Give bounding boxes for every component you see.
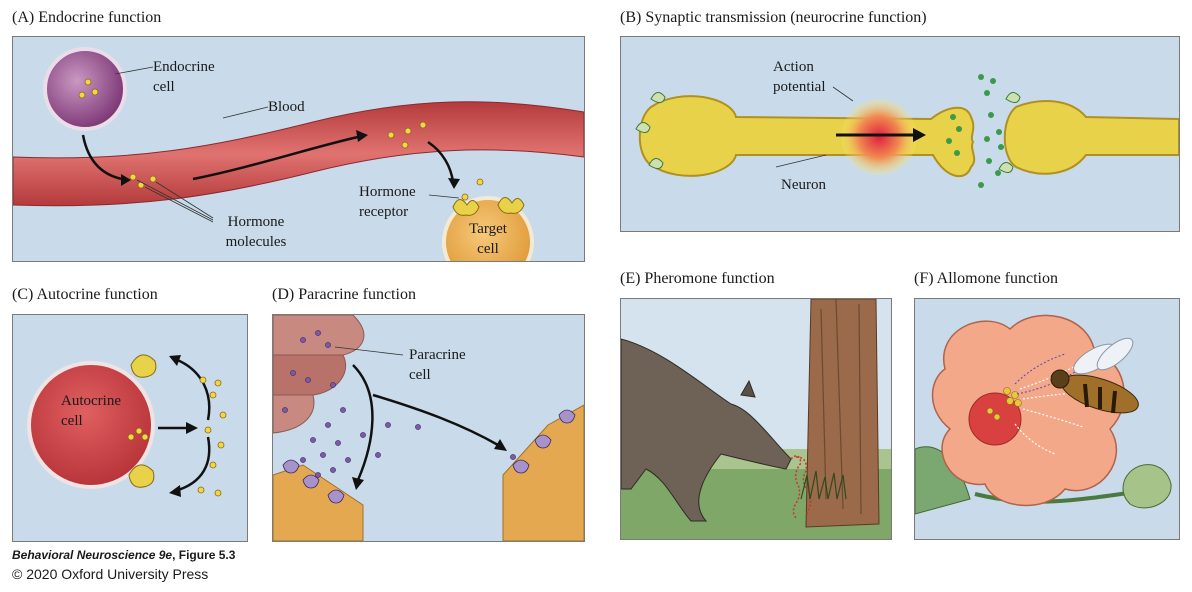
panel-c-title: (C) Autocrine function	[12, 286, 158, 303]
panel-c-autocrine: Autocrine cell	[12, 314, 248, 542]
paracrine-cell-label-1: Paracrine	[409, 347, 466, 363]
action-potential-label-2: potential	[773, 79, 826, 95]
paracrine-arrow-down	[352, 364, 374, 481]
target-cell-label-1: Target	[469, 221, 507, 237]
synaptic-illustration	[635, 74, 1179, 188]
hormone-receptor-label-1: Hormone	[359, 184, 416, 200]
hormone-molecules-label-2: molecules	[225, 234, 287, 250]
paracrine-illustration	[273, 315, 584, 541]
autocrine-illustration	[27, 354, 227, 497]
hormone-molecules-label-1: Hormone	[227, 214, 285, 230]
endocrine-cell-label-2: cell	[153, 79, 175, 95]
neuron-label: Neuron	[781, 177, 826, 193]
flower-bud	[1122, 464, 1172, 509]
arrow-along-blood	[192, 135, 359, 181]
presynaptic-neuron	[638, 95, 976, 178]
autocrine-cell-label-2: cell	[61, 413, 83, 429]
endocrine-illustration	[13, 47, 584, 261]
panel-b-synaptic: Action potential Neuron	[620, 36, 1180, 232]
autocrine-arrow-down	[174, 436, 211, 493]
panel-b-title: (B) Synaptic transmission (neurocrine fu…	[620, 9, 927, 26]
scent-trail	[790, 455, 802, 520]
hormone-receptor-label-2: receptor	[359, 204, 409, 220]
panel-f-allomone	[914, 298, 1180, 540]
panel-e-pheromone	[620, 298, 892, 540]
book-title: Behavioral Neuroscience 9e	[12, 548, 173, 562]
autocrine-arrow-up	[174, 357, 211, 421]
wolf	[621, 338, 792, 522]
arrow-to-target	[427, 140, 455, 183]
action-potential-flash	[841, 99, 917, 175]
blood-label: Blood	[268, 99, 305, 115]
panel-a-endocrine: Endocrine cell Blood Hormone molecules H…	[12, 36, 585, 262]
endocrine-cell-label-1: Endocrine	[153, 59, 215, 75]
panel-a-title: (A) Endocrine function	[12, 9, 162, 26]
panel-e-title: (E) Pheromone function	[620, 270, 775, 287]
figure-number: , Figure 5.3	[172, 548, 236, 562]
figure-credit: Behavioral Neuroscience 9e, Figure 5.3	[12, 548, 235, 562]
autocrine-cell	[27, 361, 155, 489]
endocrine-cell	[43, 47, 127, 131]
autocrine-cell-label-1: Autocrine	[61, 393, 121, 409]
panel-d-paracrine: Paracrine cell	[272, 314, 585, 542]
allomone-illustration	[915, 314, 1172, 515]
pheromone-illustration	[621, 299, 891, 539]
panel-d-title: (D) Paracrine function	[272, 286, 416, 303]
target-cell-label-2: cell	[477, 241, 499, 257]
action-potential-label-1: Action	[773, 59, 814, 75]
postsynaptic-neuron	[1003, 100, 1179, 175]
copyright: © 2020 Oxford University Press	[12, 566, 209, 582]
paracrine-arrow-right	[372, 393, 499, 447]
panel-f-title: (F) Allomone function	[914, 270, 1058, 287]
paracrine-cell-label-2: cell	[409, 367, 431, 383]
